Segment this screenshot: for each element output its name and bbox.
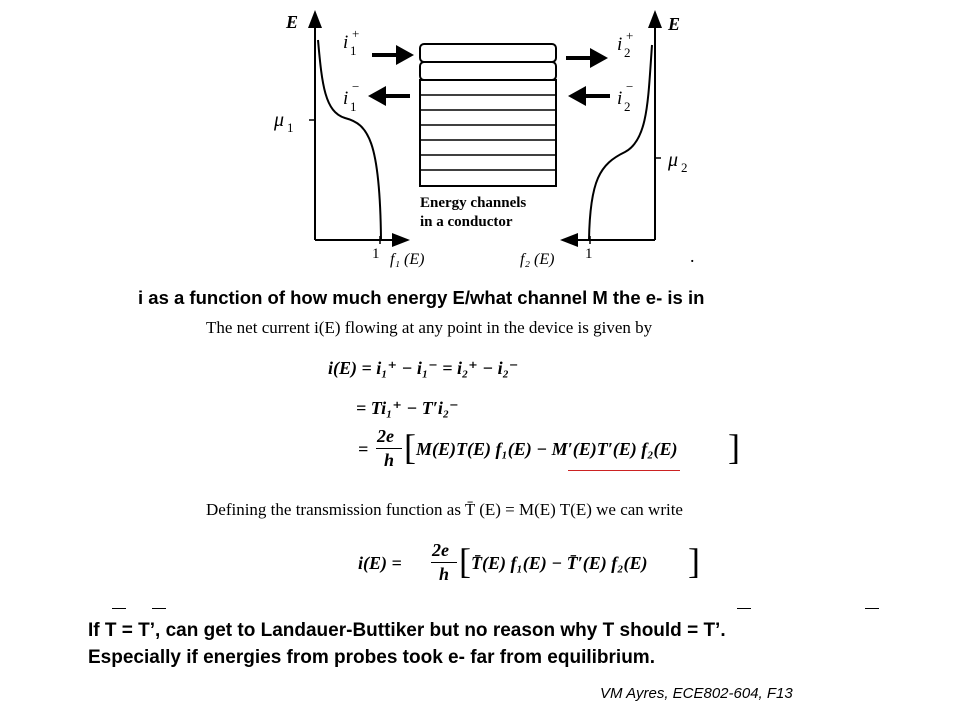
equation-3-body: M(E)T(E) f₁(E) − M′(E)T′(E) f₂(E) (416, 439, 678, 459)
red-underline (568, 470, 680, 471)
i1-plus-arrow (372, 45, 414, 65)
slide-credit: VM Ayres, ECE802-604, F13 (600, 685, 793, 702)
fraction-denominator-1: h (384, 450, 395, 470)
body-line-1: If T = T’, can get to Landauer-Buttiker … (88, 620, 726, 641)
f2-curve (588, 44, 653, 241)
i2-plus-i: i (617, 34, 622, 55)
f2-label: f₂ (E) (520, 251, 554, 268)
equation-1: i(E) = i₁⁺ − i₁⁻ = i₂⁺ − i₂⁻ (328, 358, 519, 378)
channel-stack (419, 43, 557, 187)
i2-minus-i: i (617, 88, 622, 109)
mu1-sub: 1 (287, 120, 294, 135)
fraction-bar-2 (431, 562, 457, 563)
figure-dot: . (690, 246, 695, 266)
excerpt-intro: The net current i(E) flowing at any poin… (206, 318, 653, 337)
i1-minus-arrow (368, 86, 410, 106)
overbar-1 (112, 608, 126, 609)
channels-label-2: in a conductor (420, 214, 513, 230)
energy-channels-figure: E E i + 1 i − 1 i + 2 i − 2 μ 1 μ 2 1 1 … (273, 10, 695, 268)
fraction-denominator-2: h (439, 564, 450, 584)
equation-2: = Ti₁⁺ − T′i₂⁻ (356, 398, 459, 418)
mu1-label: μ (273, 109, 284, 131)
i2-plus-sup: + (626, 28, 633, 43)
channel-lines (420, 94, 556, 171)
mu2-sub: 2 (681, 160, 688, 175)
fraction-numerator-2: 2e (432, 540, 449, 560)
bracket-right-1: ] (728, 427, 740, 467)
fraction-bar-1 (376, 448, 402, 449)
body-line-2: Especially if energies from probes took … (88, 647, 655, 668)
i1-plus-sup: + (352, 26, 359, 41)
overbar-2 (152, 608, 166, 609)
overbar-3 (737, 608, 751, 609)
defining-text: Defining the transmission function as T̄… (206, 500, 683, 519)
tick-one-right: 1 (585, 246, 593, 262)
equation-4-body: T̄(E) f₁(E) − T̄′(E) f₂(E) (471, 553, 648, 573)
channels-label-1: Energy channels (420, 195, 526, 211)
figure-caption: i as a function of how much energy E/wha… (138, 287, 705, 308)
f1-label: f₁ (E) (390, 251, 424, 268)
equation-3-prefix: = (358, 439, 369, 459)
f1-curve (317, 39, 382, 241)
mu2-label: μ (667, 149, 678, 171)
i2-minus-sub: 2 (624, 99, 631, 114)
i1-minus-sub: 1 (350, 99, 357, 114)
i2-minus-sup: − (626, 79, 633, 94)
i2-minus-arrow (568, 86, 610, 106)
bracket-right-2: ] (688, 541, 700, 581)
equation-4-prefix: i(E) = (358, 553, 402, 573)
i2-plus-sub: 2 (624, 45, 631, 60)
fraction-numerator-1: 2e (377, 426, 394, 446)
i1-minus-sup: − (352, 79, 359, 94)
axis-left-label: E (285, 12, 298, 32)
tick-one-left: 1 (372, 246, 380, 262)
i1-plus-i: i (343, 32, 348, 53)
axis-right-label: E (667, 14, 680, 34)
i2-plus-arrow (566, 48, 608, 68)
i1-plus-sub: 1 (350, 43, 357, 58)
overbar-4 (865, 608, 879, 609)
i1-minus-i: i (343, 88, 348, 109)
bracket-left-1: [ (404, 427, 416, 467)
bracket-left-2: [ (459, 541, 471, 581)
